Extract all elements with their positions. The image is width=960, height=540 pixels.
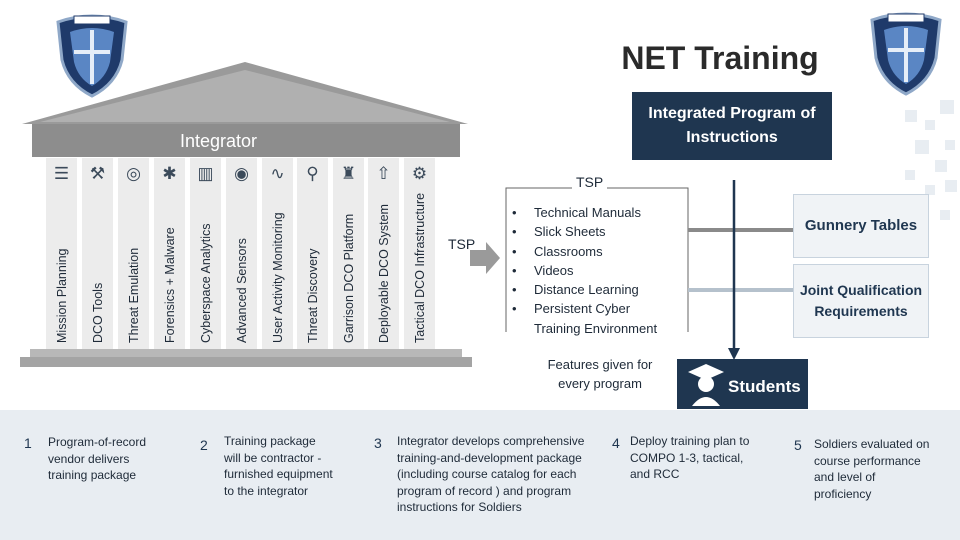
list-item: Distance Learning (512, 280, 657, 299)
list-item-continuation: Training Environment (534, 320, 658, 336)
temple-base-bottom (20, 357, 472, 367)
column-label: User Activity Monitoring (270, 212, 285, 343)
clipboard-icon: ☰ (53, 164, 70, 183)
list-item: Videos (512, 261, 657, 280)
step-number: 3 (374, 435, 382, 451)
step-number: 5 (794, 437, 802, 453)
column-mission-planning: ☰ Mission Planning (46, 158, 77, 349)
arrow-right-icon (470, 242, 500, 274)
column-tactical-dco-infrastructure: ⚙ Tactical DCO Infrastructure (404, 158, 435, 349)
radar-icon: ◉ (234, 164, 249, 183)
column-deployable-dco-system: ⇧ Deployable DCO System (368, 158, 399, 349)
students-label: Students (728, 377, 801, 396)
features-note: Features given for every program (547, 357, 653, 391)
steps-band (0, 410, 960, 540)
temple-base-top (30, 349, 462, 357)
step-number: 1 (24, 435, 32, 451)
column-label: Threat Discovery (305, 248, 320, 343)
step-text: Training package will be contractor -fur… (224, 434, 333, 498)
column-dco-tools: ⚒ DCO Tools (82, 158, 113, 349)
integrator-label: Integrator (180, 131, 258, 151)
column-label: Cyberspace Analytics (198, 223, 213, 343)
tsp-arrow-label: TSP (448, 236, 476, 252)
column-advanced-sensors: ◉ Advanced Sensors (226, 158, 257, 349)
left-logo (56, 14, 128, 98)
target-icon: ◎ (126, 164, 141, 183)
integrator-bar (32, 124, 460, 157)
magnifier-icon: ⚲ (306, 164, 319, 183)
column-label: Garrison DCO Platform (341, 213, 356, 343)
column-threat-discovery: ⚲ Threat Discovery (297, 158, 328, 349)
graduate-icon (688, 364, 724, 406)
list-item: Technical Manuals (512, 203, 657, 222)
list-item: Classrooms (512, 242, 657, 261)
column-threat-emulation: ◎ Threat Emulation (118, 158, 149, 349)
column-label: Mission Planning (54, 248, 69, 344)
gear-icon: ⚙ (411, 164, 428, 183)
column-forensics-malware: ✱ Forensics + Malware (154, 158, 185, 349)
rocket-icon: ⇧ (376, 164, 391, 183)
column-label: Forensics + Malware (162, 227, 177, 343)
list-item: Slick Sheets (512, 222, 657, 241)
column-user-activity-monitoring: ∿ User Activity Monitoring (262, 158, 293, 349)
connector-lines (688, 180, 793, 360)
column-label: Deployable DCO System (376, 204, 391, 343)
column-cyberspace-analytics: ▥ Cyberspace Analytics (190, 158, 221, 349)
tower-icon: ♜ (340, 164, 357, 183)
step-text: Deploy training plan to COMPO 1-3, tacti… (630, 434, 750, 481)
step-text: Program-of-record vendor delivers traini… (48, 435, 147, 482)
step-number: 2 (200, 437, 208, 453)
bar-chart-icon: ▥ (197, 164, 214, 183)
step-number: 4 (612, 435, 620, 451)
tsp-list: Technical Manuals Slick Sheets Classroom… (512, 203, 657, 338)
jqr-box: Joint Qualification Requirements (793, 264, 929, 338)
column-label: DCO Tools (90, 282, 105, 343)
tsp-top-label: TSP (572, 174, 608, 190)
gunnery-tables-box: Gunnery Tables (793, 194, 929, 258)
temple-roof (22, 62, 468, 124)
column-label: Tactical DCO Infrastructure (412, 192, 427, 343)
column-label: Threat Emulation (126, 247, 141, 343)
list-item: Persistent Cyber (512, 299, 657, 318)
column-label: Advanced Sensors (234, 238, 249, 343)
step-text: Integrator develops comprehensive traini… (397, 434, 585, 514)
bug-icon: ✱ (162, 164, 177, 183)
page-title: NET Training (621, 40, 819, 76)
integrated-program-box: Integrated Program of Instructions (632, 92, 832, 160)
tools-icon: ⚒ (89, 164, 106, 183)
right-logo (870, 12, 942, 96)
step-text: Soldiers evaluated on course performance… (814, 437, 930, 501)
column-garrison-dco-platform: ♜ Garrison DCO Platform (333, 158, 364, 349)
pulse-icon: ∿ (270, 164, 285, 183)
